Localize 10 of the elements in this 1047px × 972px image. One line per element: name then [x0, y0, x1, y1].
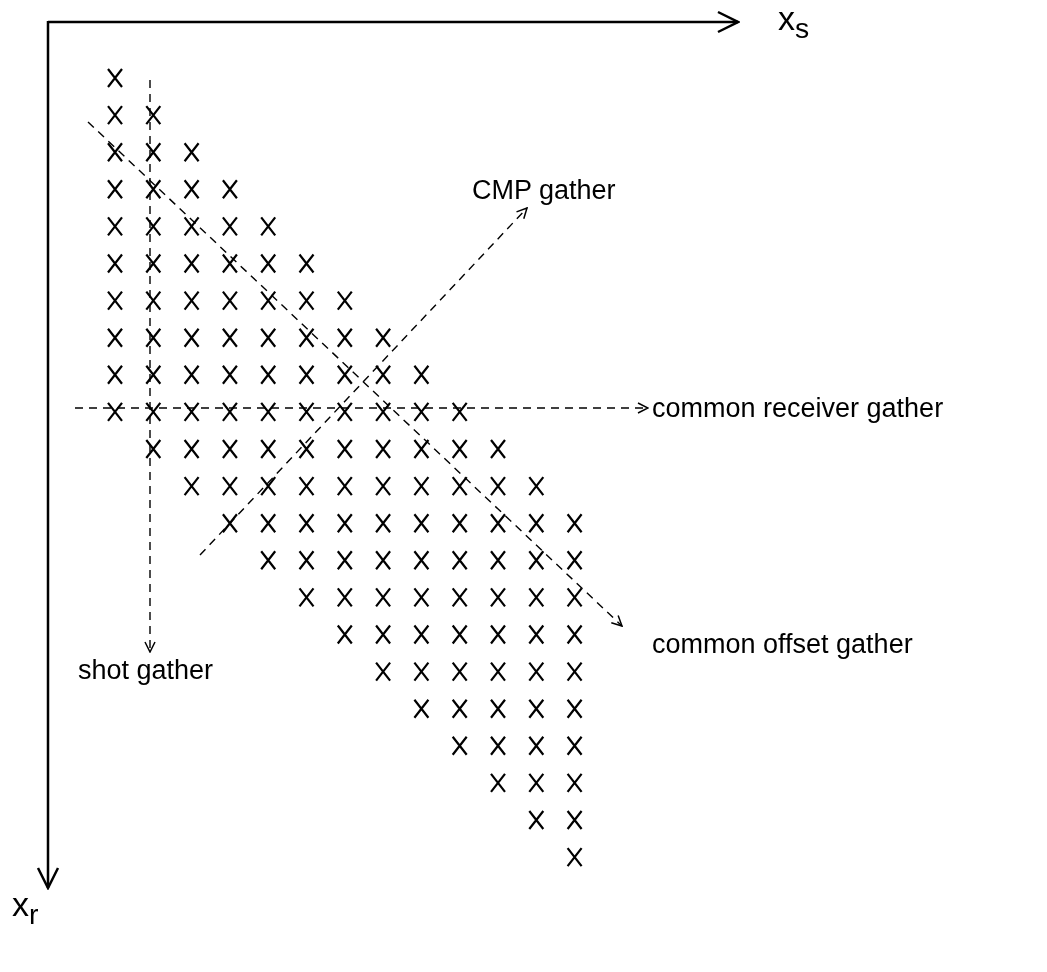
y-axis-label: x$_{r}$	[12, 888, 39, 930]
gather-label: CMP gather	[472, 174, 616, 206]
dashed-arrow	[144, 79, 156, 653]
dashed-arrow	[199, 207, 528, 556]
gather-label: common receiver gather	[652, 392, 944, 424]
dashed-arrow	[74, 402, 649, 414]
dashed-arrow	[87, 121, 623, 627]
gather-label: common offset gather	[652, 628, 913, 660]
gather-label: shot gather	[78, 654, 214, 686]
x-axis-label: x$_{s}$	[778, 2, 810, 44]
